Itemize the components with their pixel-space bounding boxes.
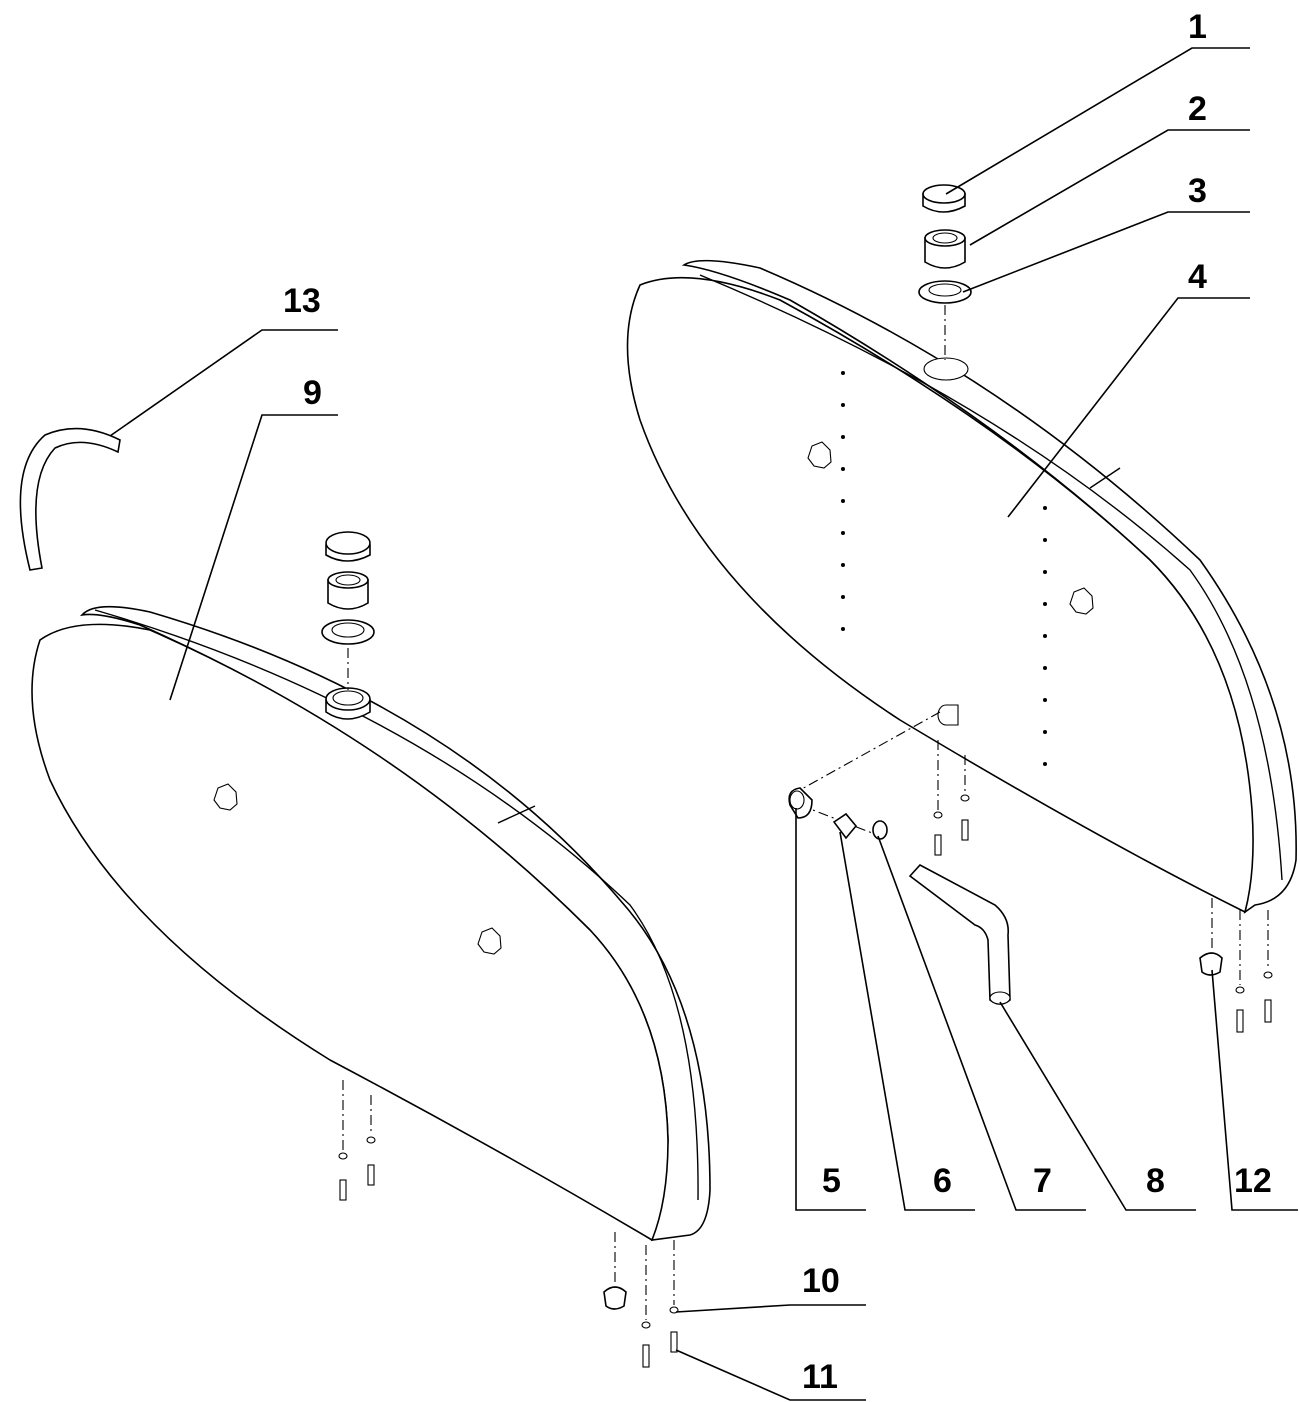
fuel-line-fittings — [788, 711, 1011, 1005]
leader-lines — [109, 47, 1298, 1401]
left-fuel-tank — [31, 605, 711, 1242]
trim-strip — [19, 427, 121, 571]
left-filler-assembly — [321, 531, 375, 690]
callout-6: 6 — [933, 1162, 952, 1200]
left-tank-mount-hardware — [338, 1080, 679, 1368]
callout-13: 13 — [283, 282, 321, 320]
right-tank-hole-row-right — [1043, 506, 1047, 766]
callout-8: 8 — [1146, 1162, 1165, 1200]
callout-labels: 1 2 3 4 5 6 7 8 9 10 11 12 13 — [283, 8, 1272, 1396]
callout-1: 1 — [1188, 8, 1207, 46]
right-filler-assembly — [918, 184, 972, 360]
callout-12: 12 — [1234, 1162, 1272, 1200]
callout-10: 10 — [802, 1262, 840, 1300]
right-tank-hole-row-left — [841, 371, 845, 631]
callout-11: 11 — [802, 1358, 838, 1396]
callout-4: 4 — [1188, 258, 1207, 296]
callout-5: 5 — [822, 1162, 841, 1200]
right-fuel-tank — [626, 259, 1297, 914]
callout-2: 2 — [1188, 90, 1207, 128]
callout-7: 7 — [1033, 1162, 1052, 1200]
callout-9: 9 — [303, 374, 322, 412]
right-tank-mount-hardware — [933, 740, 1273, 1033]
callout-3: 3 — [1188, 172, 1207, 210]
